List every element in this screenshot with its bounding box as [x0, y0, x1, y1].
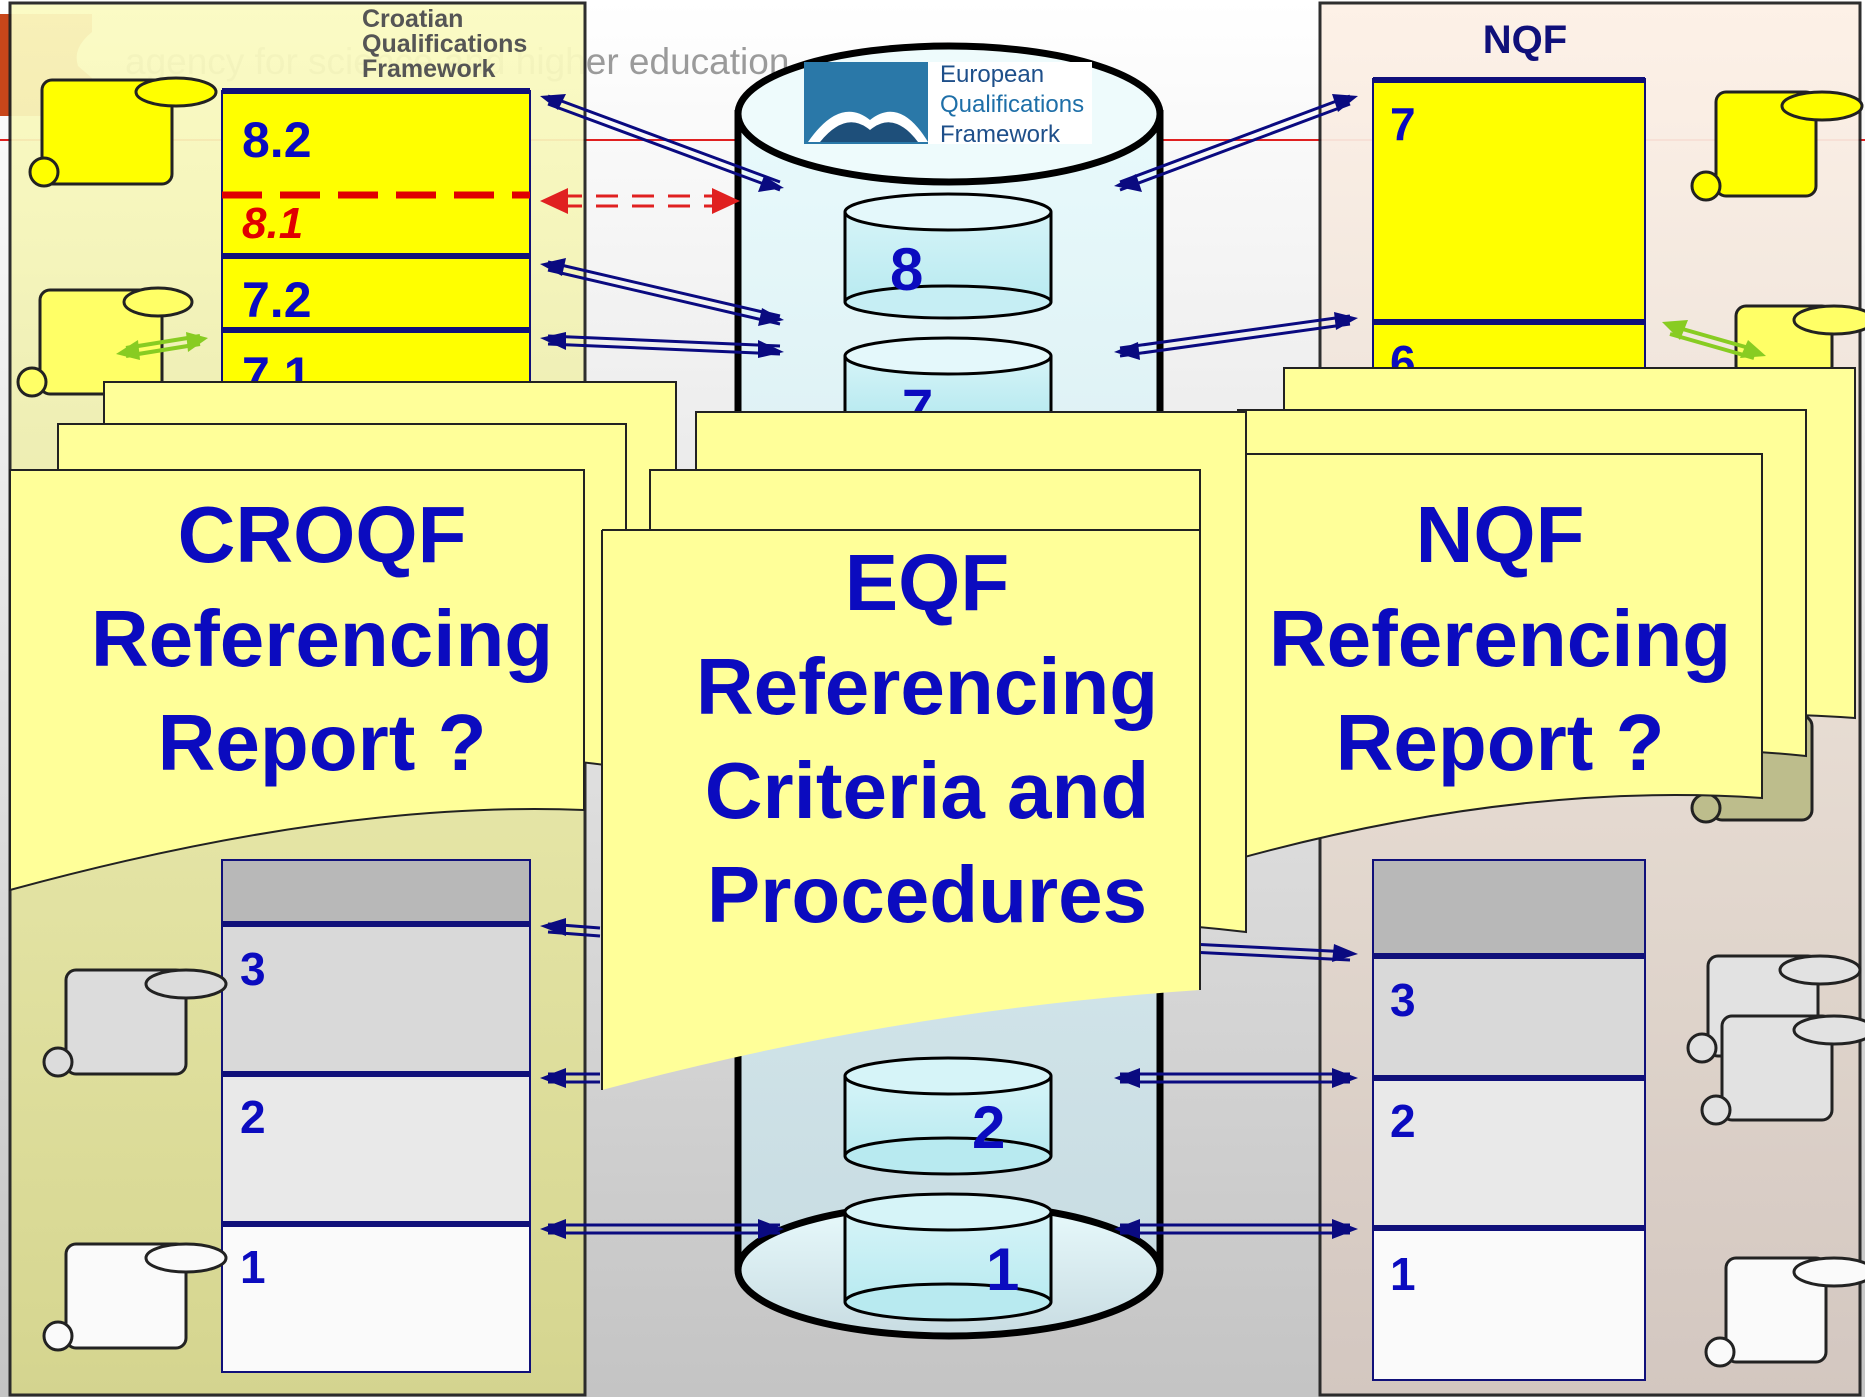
eqf-logo: [804, 62, 1092, 144]
nqf-ladder-top: [1373, 78, 1645, 408]
croqf-title-line2: Qualifications: [362, 30, 527, 58]
nqf-level-2: 2: [1390, 1095, 1416, 1147]
croqf-report-note: [9, 381, 677, 892]
nqf-report-line2: Referencing: [1269, 594, 1731, 683]
eqf-logo-line3: Framework: [940, 121, 1061, 148]
croqf-title-line1: Croatian: [362, 5, 463, 33]
scroll-icon: [42, 968, 228, 1078]
nqf-report-note: [1191, 367, 1856, 874]
croqf-level-1: 1: [240, 1241, 266, 1293]
croqf-level-8-2: 8.2: [242, 112, 312, 168]
nqf-level-7: 7: [1390, 98, 1416, 150]
croqf-title-line3: Framework: [362, 55, 495, 83]
eqf-criteria-line4: Procedures: [707, 850, 1147, 939]
croqf-level-7-2: 7.2: [242, 272, 312, 328]
nqf-title: NQF: [1483, 18, 1567, 62]
croqf-report-line3: Report ?: [158, 698, 487, 787]
nqf-level-3: 3: [1390, 974, 1416, 1026]
scroll-icon: [1700, 1014, 1865, 1126]
eqf-level-8: 8: [890, 236, 923, 303]
nqf-level-1: 1: [1390, 1248, 1416, 1300]
scroll-icon: [16, 286, 194, 398]
eqf-logo-line2: Qualifications: [940, 91, 1084, 118]
scroll-icon: [42, 1242, 228, 1352]
mapping-arrows: [547, 94, 1351, 1235]
nqf-report-line1: NQF: [1416, 490, 1585, 579]
eqf-criteria-line3: Criteria and: [705, 746, 1150, 835]
croqf-level-3: 3: [240, 943, 266, 995]
eqf-disk-2: [843, 1056, 1053, 1176]
croqf-ladder-top: [222, 90, 530, 410]
eqf-level-1: 1: [986, 1236, 1019, 1303]
arrowheads: [540, 94, 1358, 1239]
red-dashed-arrow: [540, 188, 740, 214]
scroll-icon: [1690, 90, 1864, 202]
eqf-level-2: 2: [972, 1094, 1005, 1161]
eqf-disk-7: [843, 336, 1053, 416]
croqf-level-8-1: 8.1: [242, 199, 303, 248]
croqf-level-2: 2: [240, 1091, 266, 1143]
scroll-icon: [28, 76, 218, 188]
green-arrows: [116, 320, 1766, 360]
eqf-criteria-line1: EQF: [845, 538, 1009, 627]
scroll-icon: [1704, 1256, 1865, 1368]
eqf-disk-8: [843, 192, 1053, 320]
nqf-report-line3: Report ?: [1336, 698, 1665, 787]
eqf-criteria-note: [601, 411, 1247, 1090]
eqf-disk-1: [843, 1192, 1053, 1322]
scroll-icon: [1734, 304, 1865, 378]
eqf-criteria-line2: Referencing: [696, 642, 1158, 731]
eqf-logo-line1: European: [940, 61, 1044, 88]
croqf-report-line1: CROQF: [178, 490, 467, 579]
croqf-report-line2: Referencing: [91, 594, 553, 683]
